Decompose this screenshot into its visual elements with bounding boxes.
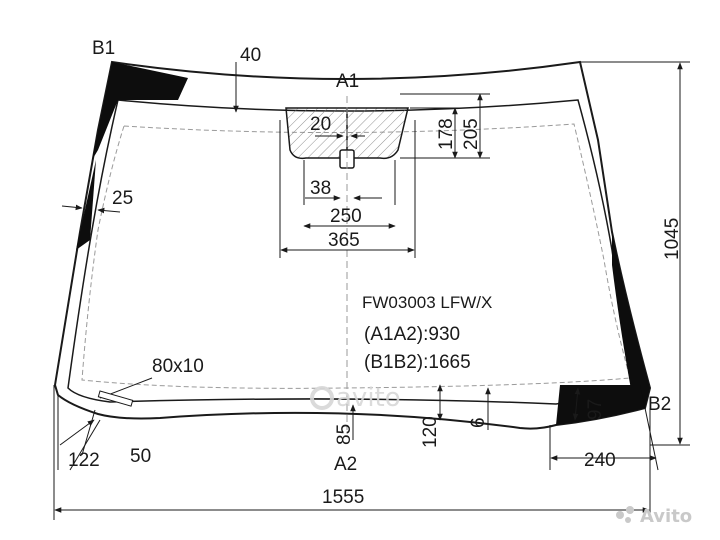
dim-97: 97 — [585, 399, 606, 420]
dim-122: 122 — [68, 450, 100, 471]
label-a1: A1 — [336, 71, 359, 92]
dim-38: 38 — [310, 178, 331, 199]
dim-25: 25 — [112, 188, 133, 209]
visible-area-dashed — [81, 123, 631, 389]
dim-6: 6 — [468, 417, 489, 428]
spec-b1b2: (B1B2):1665 — [364, 352, 471, 373]
dim-250: 250 — [330, 206, 362, 227]
part-code: FW03003 LFW/X — [362, 293, 492, 312]
dim-80x10: 80x10 — [152, 356, 204, 377]
dim-40: 40 — [240, 45, 261, 66]
frit-corner-left — [76, 160, 96, 250]
dim-1045: 1045 — [662, 218, 683, 260]
dim-205: 205 — [461, 118, 482, 150]
dim-178: 178 — [436, 118, 457, 150]
watermark-logo-icon — [310, 386, 334, 410]
dim-50: 50 — [130, 446, 151, 467]
dim-1555: 1555 — [322, 487, 364, 508]
watermark-center: avito — [310, 383, 401, 413]
spec-a1a2: (A1A2):930 — [364, 324, 460, 345]
frit-corner-right — [612, 232, 650, 408]
label-b2: B2 — [648, 394, 671, 415]
dim-240: 240 — [584, 450, 616, 471]
dim-120: 120 — [420, 416, 441, 448]
watermark-corner: Avito — [616, 506, 692, 527]
dim-365: 365 — [328, 230, 360, 251]
watermark-brand-right: Avito — [640, 506, 692, 527]
avito-logo-icon — [616, 511, 624, 519]
glass-outline — [53, 60, 652, 430]
dim-85: 85 — [334, 424, 355, 445]
label-a2: A2 — [334, 454, 357, 475]
frit-corner-top-left — [92, 62, 188, 160]
dim-20: 20 — [310, 114, 331, 135]
watermark-brand-left: avito — [336, 383, 401, 413]
label-b1: B1 — [92, 38, 115, 59]
frit-inner-boundary — [67, 99, 647, 405]
